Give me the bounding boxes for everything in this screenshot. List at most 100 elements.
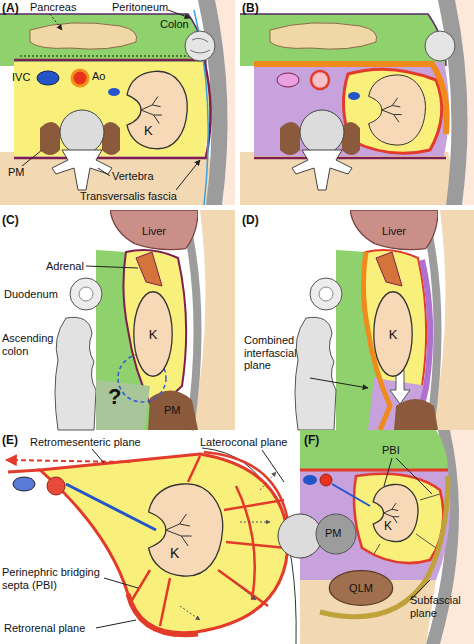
structure-label: Pancreas (30, 1, 76, 14)
peritoneum-line (240, 14, 446, 66)
dashed-arrow (6, 460, 130, 462)
adrenal-shape (376, 252, 402, 286)
retromesenteric-line (300, 469, 448, 472)
kidney-shape: K (120, 68, 190, 152)
leader-line (98, 168, 110, 176)
node-outline (368, 482, 420, 544)
collecting-system (141, 97, 162, 124)
node-label: K (133, 290, 173, 378)
node-outline (140, 480, 226, 580)
flow-arrow (180, 606, 200, 620)
panel-a (0, 0, 235, 205)
structure-label: Colon (160, 18, 189, 31)
leader-line (104, 578, 138, 588)
renal-vein (108, 88, 120, 96)
vertebral-arch (52, 150, 112, 190)
kidney-shape (127, 71, 187, 148)
node-label: Liver (350, 210, 438, 252)
flow-arrow (260, 472, 276, 490)
renal-vein (332, 484, 370, 506)
perirenal-cone (354, 474, 443, 563)
bridging-septum (132, 456, 286, 626)
structure-label: IVC (12, 71, 30, 84)
node-label: QLM (328, 570, 394, 606)
leader-line (168, 10, 190, 18)
flow-arrow (232, 580, 256, 600)
leader-line (50, 14, 62, 30)
duodenum-shape (70, 278, 102, 310)
collecting-system (382, 98, 402, 122)
panel-c (55, 210, 235, 430)
kidney-shape (373, 484, 418, 541)
plane-label: Subfascial plane (410, 594, 468, 619)
aorta-vessel (47, 477, 65, 495)
node-label: K (144, 124, 153, 137)
aorta-vessel (72, 70, 88, 86)
retromesenteric-line (8, 470, 40, 472)
node-label: Liver (110, 210, 198, 252)
structure-label: Combined interfascial plane (244, 334, 314, 372)
psoas-muscle (316, 514, 356, 554)
kidney-shape: K (373, 290, 413, 378)
ivc-vessel (277, 73, 299, 87)
aorta-vessel (311, 71, 329, 89)
leader-line (86, 266, 138, 268)
collecting-system (166, 514, 192, 546)
liver-shape: Liver (350, 210, 438, 252)
node-label: K (384, 520, 392, 532)
ivc-vessel (13, 477, 35, 491)
dotted-fascia (20, 55, 190, 57)
plane-label: Perinephric bridging septa (PBI) (2, 566, 114, 591)
aorta-vessel (320, 474, 332, 486)
psoas-muscle (342, 122, 360, 155)
peritoneal-region (300, 430, 448, 470)
leader-line (92, 449, 104, 463)
back-muscle (0, 152, 214, 205)
ivc-vessel (37, 71, 59, 85)
leader-line (176, 160, 200, 190)
panel-letter: (E) (2, 434, 18, 448)
structure-label: PM (8, 166, 25, 179)
colon-folds (190, 38, 210, 53)
panel-letter: (D) (242, 214, 259, 228)
node-label: K (170, 546, 179, 560)
structure-label: PM (325, 527, 342, 540)
colon-shape (55, 317, 96, 430)
kidney-shape: K (140, 480, 226, 580)
structure-label: Ao (92, 70, 105, 83)
leader-line (310, 378, 368, 388)
panel-f (278, 430, 474, 644)
renal-vein (66, 484, 156, 530)
colon-shape (185, 31, 215, 61)
kidney-shape: K (368, 482, 420, 544)
kidney-outline (369, 75, 426, 145)
plane-label: Lateroconal plane (200, 436, 287, 449)
plane-label: Retromesenteric plane (30, 436, 141, 449)
peritoneal-region (240, 14, 446, 66)
node-label: K (373, 290, 413, 378)
node-outline (120, 68, 190, 152)
structure-label: Ascending colon (2, 332, 58, 357)
renal-vein (348, 92, 360, 100)
panel-letter: (A) (2, 2, 19, 16)
leader-line (384, 458, 392, 486)
back-muscle (240, 152, 454, 205)
structure-label: Vertebra (112, 170, 154, 183)
structure-label: PBI (382, 444, 400, 457)
structure-label: Peritoneum (112, 1, 168, 14)
panel-d (295, 210, 474, 430)
peritoneal-region (0, 14, 206, 66)
peritoneum-line (0, 14, 206, 66)
vertebral-body (300, 110, 344, 154)
retroperitoneal-fat (14, 62, 209, 156)
perirenal-space (40, 454, 288, 633)
leader-line (22, 150, 42, 166)
colon-shape (425, 31, 455, 61)
posterior-plane-region (254, 62, 449, 156)
leader-line (262, 450, 284, 482)
panel-b (240, 0, 474, 205)
panel-letter: (F) (304, 434, 319, 448)
vertebral-body (60, 110, 104, 154)
fascia-line (14, 60, 211, 158)
